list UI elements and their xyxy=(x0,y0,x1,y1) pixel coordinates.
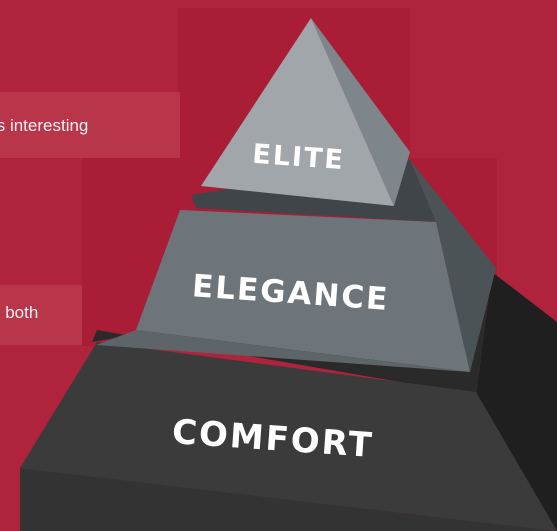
background-panel xyxy=(0,92,180,158)
tier-elite: ELITE xyxy=(201,18,410,206)
background-panel xyxy=(0,285,82,345)
side-text-line: s both xyxy=(0,303,39,322)
side-text-line: ts interesting xyxy=(0,116,89,135)
tier-label-elite: ELITE xyxy=(251,139,345,176)
